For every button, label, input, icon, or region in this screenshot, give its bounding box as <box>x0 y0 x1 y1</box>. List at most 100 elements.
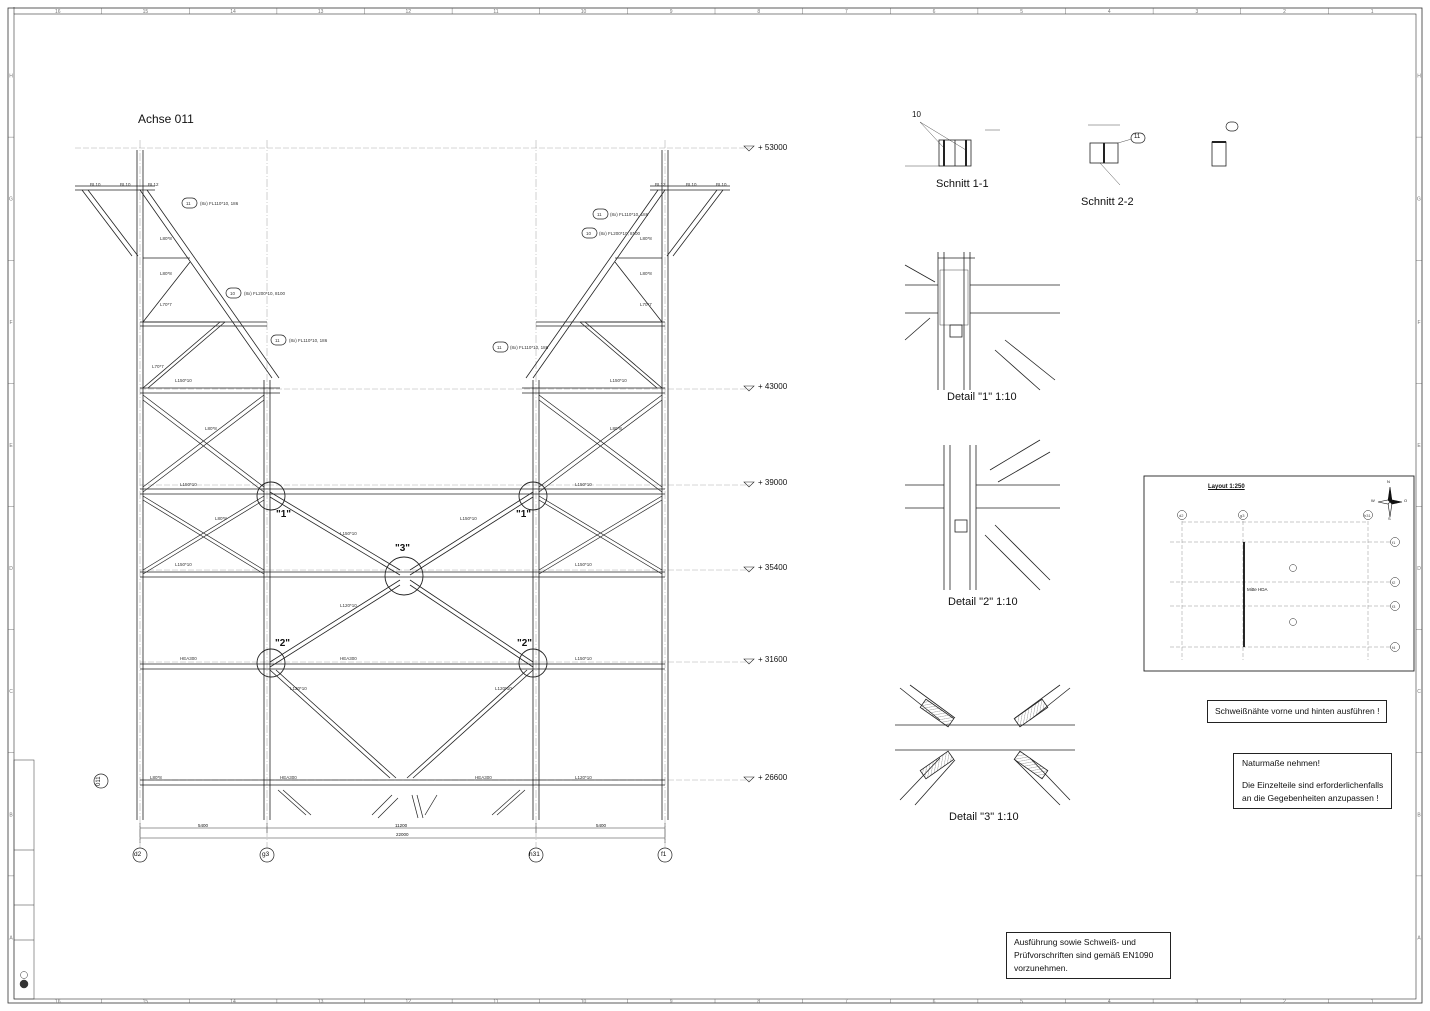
frame-label: 5 <box>1020 9 1023 15</box>
frame-label: H <box>9 74 13 80</box>
frame-label: 8 <box>757 999 760 1005</box>
svg-text:L120*10: L120*10 <box>340 603 357 608</box>
svg-text:L120*10: L120*10 <box>575 775 592 780</box>
layout-grid-label: f1 <box>1392 540 1396 545</box>
svg-text:L80*8: L80*8 <box>150 775 162 780</box>
compass-w: W <box>1371 498 1375 503</box>
svg-text:HEA300: HEA300 <box>340 656 357 661</box>
frame-label: 6 <box>933 999 936 1005</box>
layout-grid-label: d2 <box>1179 513 1184 518</box>
layout-title: Layout 1:250 <box>1208 484 1245 490</box>
detail-2-title: Detail "2" 1:10 <box>948 596 1018 608</box>
detail-3-drawing <box>895 684 1075 806</box>
frame-label: 5 <box>1020 999 1023 1005</box>
svg-text:L80*8: L80*8 <box>640 271 652 276</box>
svg-text:(8x) FL110*10, 186: (8x) FL110*10, 186 <box>610 212 649 217</box>
frame-label: 9 <box>670 9 673 15</box>
note-weld-text: Schweißnähte vorne und hinten ausführen … <box>1215 706 1380 716</box>
svg-text:L80*8: L80*8 <box>610 426 622 431</box>
node-marker-1: "1" <box>276 509 292 520</box>
axis-label: h31 <box>529 851 540 858</box>
svg-text:L120*10: L120*10 <box>290 686 307 691</box>
frame-label: 11 <box>493 999 498 1005</box>
svg-text:L150*10: L150*10 <box>175 562 192 567</box>
detail-1-title: Detail "1" 1:10 <box>947 391 1017 403</box>
frame-label: 1 <box>1371 9 1374 15</box>
svg-text:L150*10: L150*10 <box>610 378 627 383</box>
note-execution: Ausführung sowie Schweiß- und Prüfvorsch… <box>1006 932 1171 979</box>
svg-text:L80*8: L80*8 <box>160 236 172 241</box>
frame-label: D <box>9 566 13 572</box>
frame-label: 1 <box>1371 999 1374 1005</box>
frame-label: 16 <box>55 999 61 1005</box>
frame-label: 15 <box>143 999 149 1005</box>
svg-text:(8x) FL110*10, 186: (8x) FL110*10, 186 <box>510 345 549 350</box>
frame-label: G <box>1417 197 1421 203</box>
frame-label: 3 <box>1196 9 1199 15</box>
layout-grid-label: g3 <box>1240 513 1245 518</box>
frame-label: 7 <box>845 9 848 15</box>
svg-text:BL12: BL12 <box>655 182 666 187</box>
svg-text:L150*10: L150*10 <box>460 516 477 521</box>
svg-text:11: 11 <box>597 212 602 217</box>
frame-label: 6 <box>933 9 936 15</box>
frame-label: H <box>1417 74 1421 80</box>
svg-text:11: 11 <box>275 338 280 343</box>
note-execution-line: Prüfvorschriften sind gemäß EN1090 <box>1014 950 1154 960</box>
svg-text:BL12: BL12 <box>148 182 159 187</box>
frame-label: F <box>9 320 12 326</box>
frame-label: B <box>1417 812 1421 818</box>
svg-text:L80*8: L80*8 <box>215 516 227 521</box>
frame-label: 3 <box>1196 999 1199 1005</box>
axis-marker-011: 011 <box>96 776 102 786</box>
svg-text:BL10: BL10 <box>716 182 727 187</box>
frame-label: B <box>9 812 13 818</box>
note-weld: Schweißnähte vorne und hinten ausführen … <box>1207 700 1388 723</box>
frame-label: 11 <box>493 9 498 15</box>
svg-text:HEA300: HEA300 <box>180 656 197 661</box>
section-1-1-title: Schnitt 1-1 <box>936 178 989 190</box>
svg-text:BL10: BL10 <box>120 182 131 187</box>
note-execution-line: Ausführung sowie Schweiß- und <box>1014 937 1136 947</box>
svg-text:10: 10 <box>586 231 592 236</box>
svg-text:L150*10: L150*10 <box>575 562 592 567</box>
section-1-weld-label: 10 <box>912 110 921 119</box>
level-label: + 53000 <box>758 143 788 152</box>
node-marker-3: "3" <box>395 543 411 554</box>
svg-text:L150*10: L150*10 <box>340 531 357 536</box>
layout-center-label: Mitte HDA <box>1247 587 1268 592</box>
frame-label: 7 <box>845 999 848 1005</box>
note-execution-line: vorzunehmen. <box>1014 963 1068 973</box>
frame-label: E <box>1417 443 1421 449</box>
frame-label: A <box>9 935 13 941</box>
section-tags <box>1130 121 1239 144</box>
svg-text:11: 11 <box>186 201 191 206</box>
svg-text:BL10: BL10 <box>90 182 101 187</box>
detail-2-drawing <box>905 439 1060 591</box>
axis-label: g3 <box>262 851 270 858</box>
section-2-2-title: Schnitt 2-2 <box>1081 196 1134 208</box>
compass-o: O <box>1404 498 1408 503</box>
frame-label: 14 <box>230 9 236 15</box>
svg-text:L150*10: L150*10 <box>575 482 592 487</box>
svg-text:(8x) FL200*10, 8100: (8x) FL200*10, 8100 <box>244 291 286 296</box>
svg-text:L70*7: L70*7 <box>160 302 172 307</box>
frame-label: C <box>9 689 13 695</box>
section-2-tag: 11 <box>1134 134 1141 140</box>
frame-label: 14 <box>230 999 236 1005</box>
svg-text:BL10: BL10 <box>686 182 697 187</box>
level-label: + 39000 <box>758 478 788 487</box>
node-marker-2: "2" <box>517 638 533 649</box>
frame-label: C <box>1417 689 1421 695</box>
svg-text:L150*10: L150*10 <box>575 656 592 661</box>
svg-text:HEA300: HEA300 <box>475 775 492 780</box>
frame-grid-labels: 1616151514141313121211111010998877665544… <box>9 9 1421 1005</box>
svg-text:(8x) FL110*10, 186: (8x) FL110*10, 186 <box>289 338 328 343</box>
frame-label: 4 <box>1108 9 1111 15</box>
frame-label: 8 <box>757 9 760 15</box>
frame-grid-ticks <box>8 8 1422 1003</box>
frame-label: E <box>9 443 13 449</box>
section-2-2 <box>1088 124 1227 186</box>
